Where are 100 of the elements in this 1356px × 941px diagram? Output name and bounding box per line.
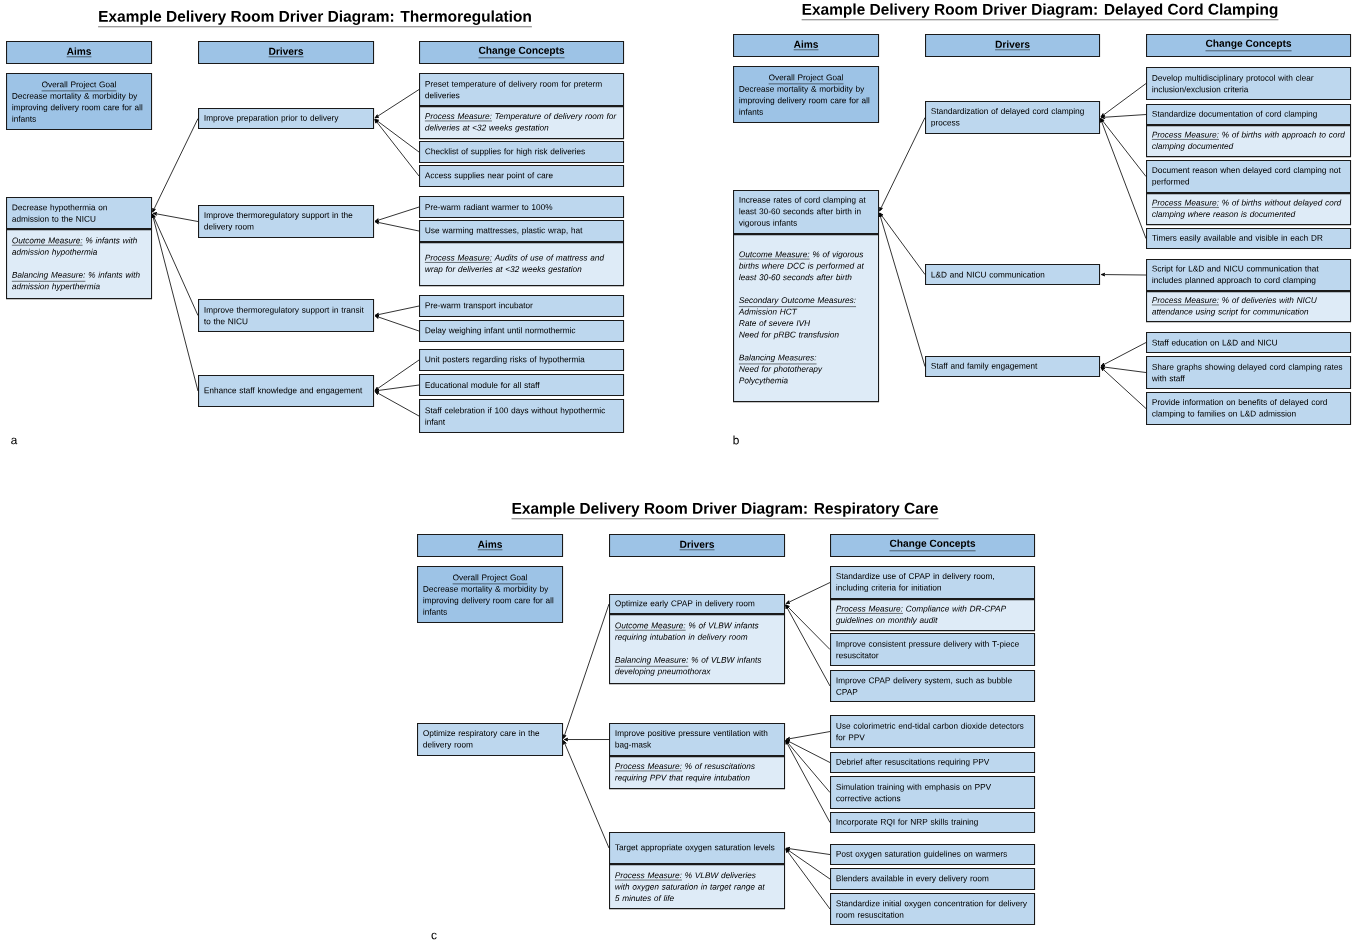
column-header: Drivers bbox=[198, 41, 375, 65]
change-concept-box: Standardize use of CPAP in delivery room, including criteria for initiation bbox=[830, 566, 1036, 600]
change-concept-box: Incorporate RQI for NRP skills training bbox=[830, 812, 1036, 834]
change-concept-box: Staff education on L&D and NICU bbox=[1146, 332, 1352, 354]
arrow bbox=[878, 212, 926, 367]
measure-box: Process Measure: Compliance with DR-CPAP guidelines on monthly audit bbox=[830, 599, 1036, 632]
arrow bbox=[1100, 272, 1147, 277]
arrow bbox=[879, 212, 926, 275]
node-label: Balancing Measure: bbox=[615, 656, 689, 665]
arrow bbox=[785, 740, 831, 823]
aim-box: Decrease hypothermia on admission to the NICU bbox=[6, 197, 153, 230]
title: Example Delivery Room Driver Diagram: Thermoregulation bbox=[97, 10, 533, 28]
change-concept-box: Staff celebration if 100 days without hypothermic infant bbox=[419, 399, 625, 434]
node-label: Need for phototherapy bbox=[739, 365, 823, 374]
arrow bbox=[563, 740, 610, 849]
arrow bbox=[879, 117, 926, 212]
goal-box: Overall Project Goal Decrease mortality & morbidity by improving delivery room care for all infants bbox=[733, 66, 880, 124]
node-label: % of vigorous bbox=[812, 251, 864, 259]
node-label: % of VLBW infants bbox=[691, 656, 762, 663]
measure-box: Process Measure: % of births without delayed cord clamping where reason is documented bbox=[1146, 193, 1352, 226]
column-header: Change Concepts bbox=[830, 534, 1036, 558]
driver-box: L&D and NICU communication bbox=[925, 264, 1101, 286]
change-concept-box: Document reason when delayed cord clamping not performed bbox=[1146, 160, 1352, 194]
aim-box: Optimize respiratory care in the delivery room bbox=[417, 723, 564, 757]
change-concept-box: Simulation training with emphasis on PPV corrective actions bbox=[830, 776, 1036, 810]
change-concept-box: Debrief after resuscitations requiring PPV bbox=[830, 752, 1036, 774]
change-concept-box: Educational module for all staff bbox=[419, 374, 625, 397]
change-concept-box: Improve CPAP delivery system, such as bubble CPAP bbox=[830, 670, 1036, 703]
node-label: requiring intubation in delivery room bbox=[615, 633, 748, 642]
arrow bbox=[1100, 118, 1147, 239]
arrow bbox=[374, 359, 420, 391]
arrow bbox=[785, 739, 831, 793]
column-header: Aims bbox=[6, 41, 153, 65]
arrow bbox=[374, 206, 420, 222]
change-concept-box: Develop multidisciplinary protocol with clear inclusion/exclusion criteria bbox=[1146, 67, 1352, 101]
node-label: Admission HCT bbox=[738, 308, 798, 315]
node-label: Polycythemia bbox=[739, 377, 788, 386]
arrow bbox=[1100, 118, 1147, 177]
node-label: Need for pRBC transfusion bbox=[739, 331, 839, 340]
driver-box: Improve positive pressure ventilation with bag-mask bbox=[609, 723, 786, 757]
change-concept-box: Access supplies near point of care bbox=[419, 165, 625, 188]
arrow bbox=[374, 315, 420, 332]
measure-box: Process Measure: Audits of use of mattress and wrap for deliveries at <32 weeks gestation bbox=[419, 242, 625, 287]
change-concept-box: Share graphs showing delayed cord clamping rates with staff bbox=[1146, 356, 1352, 390]
driver-box: Improve thermoregulatory support in the delivery room bbox=[198, 205, 375, 239]
column-header: Aims bbox=[417, 534, 564, 558]
change-concept-box: Post oxygen saturation guidelines on warmers bbox=[830, 844, 1036, 866]
arrow bbox=[563, 737, 610, 742]
change-concept-box: Script for L&D and NICU communication that includes planned approach to cord clamping bbox=[1146, 259, 1352, 292]
aim-box: Increase rates of cord clamping at least 30-60 seconds after birth in vigorous infants bbox=[733, 190, 880, 235]
arrow bbox=[152, 118, 199, 213]
title: Example Delivery Room Driver Diagram: Delayed Cord Clamping bbox=[801, 3, 1279, 21]
node-label: Outcome Measure: bbox=[739, 251, 810, 258]
column-header: Drivers bbox=[609, 534, 786, 558]
driver-box: Standardization of delayed cord clamping process bbox=[925, 101, 1101, 135]
arrow bbox=[785, 582, 831, 604]
driver-box: Target appropriate oxygen saturation levels bbox=[609, 832, 786, 865]
driver-box: Improve thermoregulatory support in transit to the NICU bbox=[198, 299, 375, 333]
driver-box: Improve preparation prior to delivery bbox=[198, 108, 375, 130]
panel-letter: b bbox=[733, 435, 739, 445]
node-label: admission hyperthermia bbox=[12, 283, 100, 291]
arrow bbox=[1100, 83, 1147, 118]
arrow bbox=[374, 391, 420, 417]
title: Example Delivery Room Driver Diagram: Respiratory Care bbox=[511, 502, 939, 520]
arrow bbox=[785, 846, 831, 855]
arrow bbox=[785, 848, 831, 880]
arrow bbox=[785, 604, 831, 650]
change-concept-box: Blenders available in every delivery room bbox=[830, 868, 1036, 891]
column-header: Change Concepts bbox=[1146, 34, 1352, 58]
node-label: Outcome Measure: bbox=[615, 622, 686, 629]
change-concept-box: Delay weighing infant until normothermic bbox=[419, 320, 625, 343]
change-concept-box: Provide information on benefits of delayed cord clamping to families on L&D admission bbox=[1146, 392, 1352, 426]
node-label: % infants with bbox=[85, 237, 137, 244]
change-concept-box: Preset temperature of delivery room for preterm deliveries bbox=[419, 73, 625, 107]
goal-box: Overall Project Goal Decrease mortality & morbidity by improving delivery room care for all infants bbox=[6, 73, 153, 131]
measure-box: Outcome Measure: % infants with admission hypothermia Balancing Measure: % infants with admission hyperthermia bbox=[6, 229, 153, 300]
change-concept-box: Pre-warm transport incubator bbox=[419, 295, 625, 318]
arrow bbox=[785, 739, 831, 763]
change-concept-box: Use warming mattresses, plastic wrap, hat bbox=[419, 220, 625, 243]
measure-box: Process Measure: % of births with approach to cord clamping documented bbox=[1146, 125, 1352, 158]
measure-box: Outcome Measure: % of vigorous births where DCC is performed at least 30-60 seconds after birth Secondary Outcome Measures: Admission HCT Rate of severe IVH Need for pRBC transfusion Balancing Measures: Need for phototherapy Polycythemia bbox=[733, 234, 880, 403]
arrow bbox=[1100, 342, 1147, 367]
node-label: admission hypothermia bbox=[12, 248, 98, 257]
measure-box: Process Measure: % VLBW deliveries with oxygen saturation in target range at 5 minutes of life bbox=[609, 864, 786, 910]
driver-box: Optimize early CPAP in delivery room bbox=[609, 594, 786, 615]
arrow bbox=[374, 119, 420, 177]
measure-box: Process Measure: % of deliveries with NICU attendance using script for communication bbox=[1146, 291, 1352, 323]
arrow bbox=[152, 213, 199, 316]
arrow bbox=[374, 384, 420, 393]
measure-box: Process Measure: Temperature of delivery room for deliveries at <32 weeks gestation bbox=[419, 106, 625, 140]
driver-box: Enhance staff knowledge and engagement bbox=[198, 375, 375, 408]
change-concept-box: Checklist of supplies for high risk deliveries bbox=[419, 141, 625, 164]
arrow bbox=[785, 731, 831, 741]
node-label: Outcome Measure: bbox=[12, 237, 83, 244]
change-concept-box: Unit posters regarding risks of hypothermia bbox=[419, 349, 625, 372]
panel-letter: c bbox=[431, 932, 437, 940]
arrow bbox=[1100, 114, 1147, 120]
arrow bbox=[785, 848, 831, 910]
panel-letter: a bbox=[11, 437, 18, 445]
change-concept-box: Standardize initial oxygen concentration for delivery room resuscitation bbox=[830, 893, 1036, 926]
